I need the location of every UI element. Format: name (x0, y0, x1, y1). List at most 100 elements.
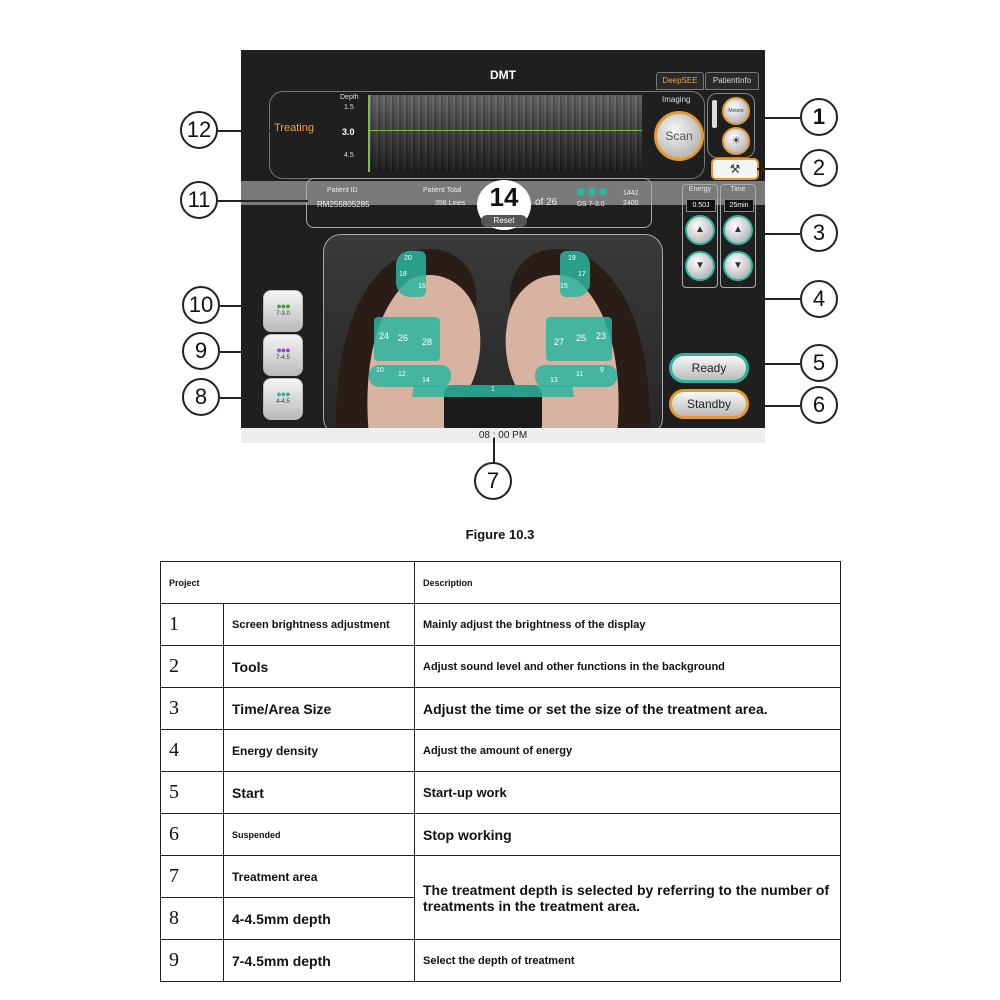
zone-label: 14 (422, 377, 430, 384)
row-description: Adjust the amount of energy (414, 729, 841, 772)
callout-line (220, 397, 262, 399)
depth-dot (588, 188, 596, 196)
depth-dot (577, 188, 585, 196)
zone-label: 23 (596, 331, 607, 341)
imaging-label: Imaging (662, 95, 691, 104)
zone-label: 25 (576, 333, 587, 343)
row-number: 8 (160, 897, 224, 940)
treatment-area-panel: 20 18 16 24 26 28 10 12 14 19 17 15 27 2… (323, 234, 663, 436)
row-number: 7 (160, 855, 224, 898)
callout-5: 5 (800, 344, 838, 382)
depth-value: 1.5 (344, 104, 354, 111)
zone-label: 9 (600, 367, 604, 374)
table-row: 4 Energy density Adjust the amount of en… (160, 729, 841, 772)
right-zone-jaw[interactable] (535, 365, 617, 387)
left-zone-upper[interactable] (396, 251, 426, 297)
standby-button[interactable]: Standby (669, 389, 749, 419)
table-row: 6 Suspended Stop working (160, 813, 841, 856)
dots-icon: ●●● (276, 301, 290, 311)
zone-label: 18 (399, 271, 407, 278)
right-zone-cheek[interactable] (546, 317, 612, 361)
row-description: Select the depth of treatment (414, 939, 841, 982)
ready-button[interactable]: Ready (669, 353, 749, 383)
time-down-button[interactable]: ▼ (723, 251, 753, 281)
depth-value: 4.5 (344, 152, 354, 159)
row-description: Mainly adjust the brightness of the disp… (414, 603, 841, 646)
meters-button[interactable]: Meters (722, 97, 750, 125)
callout-3: 3 (800, 214, 838, 252)
energy-down-button[interactable]: ▼ (685, 251, 715, 281)
table-row: 8 4-4.5mm depth (160, 897, 841, 940)
figure-caption: Figure 10.3 (465, 527, 535, 542)
row-number: 3 (160, 687, 224, 730)
tab-deepsee[interactable]: DeepSEE (656, 72, 704, 90)
callout-4: 4 (800, 280, 838, 318)
scan-button[interactable]: Scan (654, 111, 704, 161)
brightness-icon[interactable]: ☀ (722, 127, 750, 155)
right-zone-upper[interactable] (560, 251, 590, 297)
zone-label: 28 (422, 337, 433, 347)
patient-id-label: Patient ID (327, 187, 358, 194)
brightness-slider[interactable] (712, 100, 717, 128)
neck-zone (412, 385, 574, 397)
depth-button-4-4.5[interactable]: ●●● 4-4.5 (263, 378, 303, 420)
row-number: 6 (160, 813, 224, 856)
row-number: 2 (160, 645, 224, 688)
lines-count: 356 Lines (435, 200, 466, 207)
callout-line (757, 168, 800, 170)
table-row: 9 7-4.5mm depth Select the depth of trea… (160, 939, 841, 982)
device-screen: DMT DeepSEE PatientInfo Treating Depth 1… (241, 50, 765, 443)
callout-line (218, 130, 270, 132)
time-up-button[interactable]: ▲ (723, 215, 753, 245)
time-box: Time 25min ▲ ▼ (720, 184, 756, 288)
left-zone-cheek[interactable] (374, 317, 440, 361)
row-name: Start (223, 771, 415, 814)
row-name: Screen brightness adjustment (223, 603, 415, 646)
depth-button-7-3[interactable]: ●●● 7-3.0 (263, 290, 303, 332)
zone-label: 11 (576, 371, 584, 378)
patient-info-box: Patient ID RM255805285 Patient Total 356… (306, 178, 652, 228)
table-row: 2 Tools Adjust sound level and other fun… (160, 645, 841, 688)
row-name: Treatment area (223, 855, 415, 898)
depth-marker-line (369, 130, 642, 131)
row-name: Time/Area Size (223, 687, 415, 730)
zone-label: 24 (379, 331, 390, 341)
row-name: Suspended (223, 813, 415, 856)
depth-scale (368, 95, 370, 172)
legend-table: Project Description 1 Screen brightness … (160, 561, 841, 982)
stat-2: 2400 (623, 200, 639, 207)
clock: 08 : 00 PM (241, 428, 765, 443)
depth-button-label: 7-3.0 (276, 311, 290, 317)
energy-up-button[interactable]: ▲ (685, 215, 715, 245)
callout-10: 10 (182, 286, 220, 324)
row-name: Tools (223, 645, 415, 688)
header-description: Description (414, 561, 841, 604)
energy-label: Energy (688, 186, 712, 193)
row-description: Stop working (414, 813, 841, 856)
energy-box: Energy 0.50J ▲ ▼ (682, 184, 718, 288)
of-total: of 26 (535, 197, 558, 208)
callout-11: 11 (180, 181, 218, 219)
wrench-icon[interactable]: ⚒ (711, 158, 759, 180)
callout-8: 8 (182, 378, 220, 416)
callout-12: 12 (180, 111, 218, 149)
callout-2: 2 (800, 149, 838, 187)
depth-button-7-4.5[interactable]: ●●● 7-4.5 (263, 334, 303, 376)
reset-button[interactable]: Reset (481, 215, 527, 227)
row-number: 1 (160, 603, 224, 646)
zone-label: 17 (578, 271, 586, 278)
energy-value: 0.50J (686, 199, 716, 212)
tab-patientinfo[interactable]: PatientInfo (705, 72, 759, 90)
depth-value-selected: 3.0 (342, 127, 355, 137)
callout-line (757, 233, 800, 235)
row-description: Start-up work (414, 771, 841, 814)
callout-line (220, 351, 262, 353)
zone-label: 15 (560, 283, 568, 290)
zone-label: 10 (376, 367, 384, 374)
callout-line (757, 363, 800, 365)
left-zone-jaw[interactable] (369, 365, 451, 387)
row-name: Energy density (223, 729, 415, 772)
callout-9: 9 (182, 332, 220, 370)
zone-label: 27 (554, 337, 565, 347)
callout-line (220, 305, 262, 307)
